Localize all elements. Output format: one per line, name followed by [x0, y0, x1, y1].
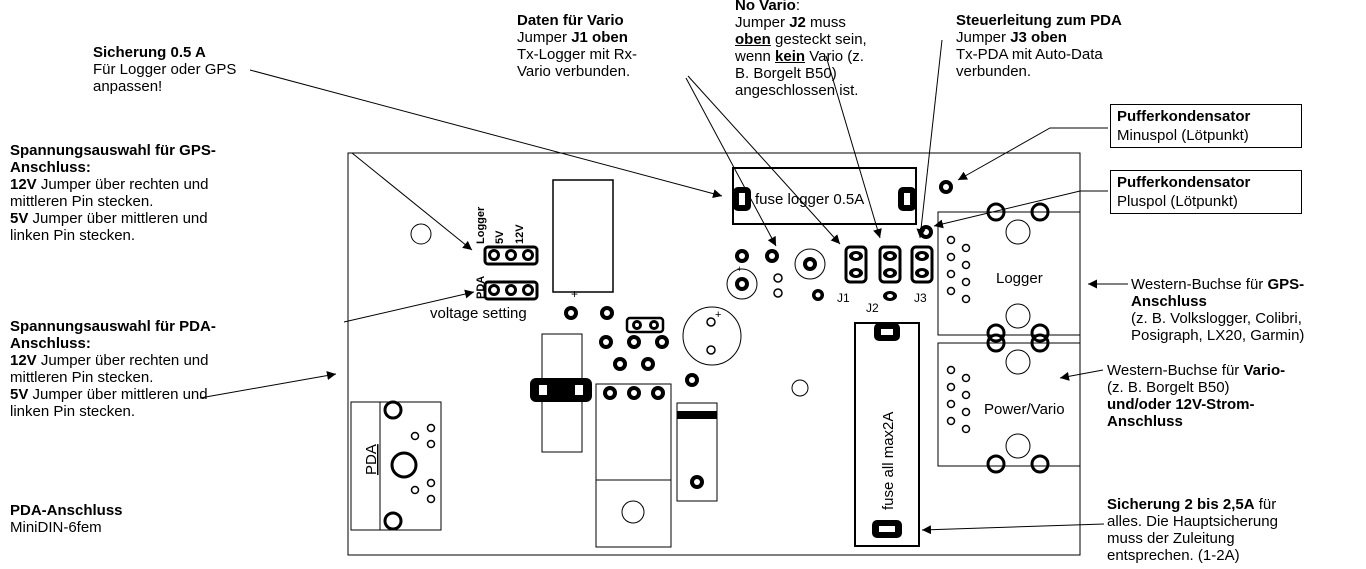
callout-title: Sicherung 0.5 A: [93, 44, 206, 61]
jumper-j1: [844, 245, 868, 284]
leader-line-western-vario: [1059, 369, 1104, 381]
diode: [676, 402, 718, 502]
logger-vertical-label: Logger: [475, 206, 487, 244]
callout-no-vario: No Vario: Jumper J2 muss oben gesteckt s…: [735, 0, 867, 99]
callout-steuerleitung: Steuerleitung zum PDA Jumper J3 oben Tx-…: [956, 12, 1122, 80]
relay-block: [552, 179, 614, 293]
callout-title: Pufferkondensator: [1117, 108, 1251, 125]
voltage-jumper-logger: [483, 245, 539, 266]
12v-label: 12V: [514, 224, 526, 244]
western-socket-power-vario: [937, 342, 1081, 467]
voltage-jumper-pda: [483, 280, 539, 301]
leader-lines: [199, 39, 1128, 535]
plus-marker: +: [715, 309, 721, 321]
electrolytic-capacitor: [682, 306, 742, 366]
leader-line-gps-voltage: [351, 152, 473, 251]
callout-sicherung-logger: Sicherung 0.5 A Für Logger oder GPS anpa…: [93, 44, 237, 95]
callout-main-fuse: Sicherung 2 bis 2,5A für alles. Die Haup…: [1107, 496, 1278, 564]
j3-label: J3: [914, 291, 927, 305]
callout-puffer-plus: Pufferkondensator Pluspol (Lötpunkt): [1110, 170, 1302, 214]
plus-marker: +: [571, 287, 578, 301]
callout-title: No Vario: [735, 0, 796, 14]
callout-daten-vario: Daten für Vario Jumper J1 oben Tx-Logger…: [517, 12, 638, 80]
plus-marker: +: [737, 264, 742, 274]
callout-puffer-minus: Pufferkondensator Minuspol (Lötpunkt): [1110, 104, 1302, 148]
callout-western-gps: Western-Buchse für GPS- Anschluss (z. B.…: [1131, 276, 1305, 344]
5v-label: 5V: [494, 230, 506, 244]
leader-line-main-fuse: [921, 523, 1105, 535]
callout-title: Spannungsauswahl für PDA-: [10, 318, 216, 335]
callout-western-vario: Western-Buchse für Vario- (z. B. Borgelt…: [1107, 362, 1286, 430]
callout-pda-connector: PDA-Anschluss MiniDIN-6fem: [10, 502, 123, 536]
leader-line-daten-vario-2: [685, 77, 777, 247]
pda-connector-label: PDA: [363, 444, 380, 475]
logger-socket-label: Logger: [996, 270, 1043, 287]
jumper-j2: [878, 245, 902, 301]
j1-label: J1: [837, 291, 850, 305]
leader-line-steuerleitung: [916, 39, 943, 239]
pcb-board-outline: [347, 152, 1081, 556]
voltage-regulator: [595, 383, 672, 548]
callout-title: Steuerleitung zum PDA: [956, 12, 1122, 29]
mounting-hole: [791, 379, 809, 397]
leader-line-daten-vario: [687, 75, 841, 245]
callout-title: Daten für Vario: [517, 12, 624, 29]
voltage-setting-label: voltage setting: [430, 305, 527, 322]
leader-line-pda-voltage: [343, 289, 475, 323]
callout-title: Spannungsauswahl für GPS-: [10, 142, 216, 159]
western-socket-logger: [937, 211, 1081, 336]
jumper-j3: [910, 245, 934, 284]
callout-title: PDA-Anschluss: [10, 502, 123, 519]
mounting-hole: [410, 223, 432, 245]
pda-vertical-label: PDA: [475, 276, 487, 299]
callout-title: Pufferkondensator: [1117, 174, 1251, 191]
fuse-logger-text: fuse logger 0.5A: [755, 191, 864, 208]
leader-line-no-vario: [825, 55, 882, 239]
leader-line-fuse-logger: [249, 69, 723, 199]
callout-pda-voltage: Spannungsauswahl für PDA- Anschluss: 12V…: [10, 318, 216, 420]
leader-line-pda-connector: [199, 371, 337, 399]
leader-line-puffer-minus: [957, 127, 1108, 181]
j2-label: J2: [866, 301, 879, 315]
fuse-all-text: fuse all max2A: [880, 412, 897, 510]
leader-line-puffer-plus: [933, 190, 1108, 229]
power-vario-socket-label: Power/Vario: [984, 401, 1065, 418]
callout-gps-voltage: Spannungsauswahl für GPS- Anschluss: 12V…: [10, 142, 216, 244]
